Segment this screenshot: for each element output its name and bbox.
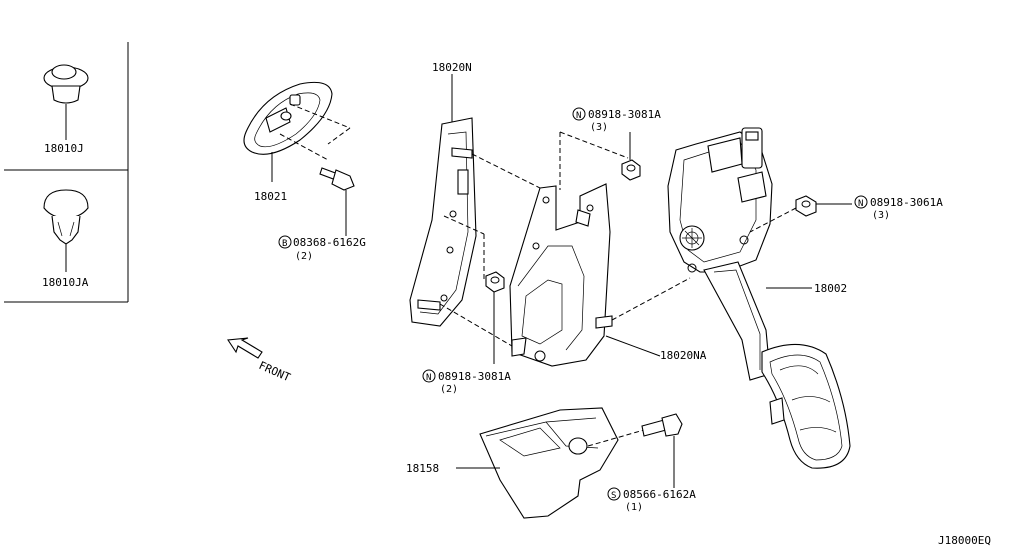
stopper-18021	[243, 81, 351, 182]
bracket-18020N	[409, 74, 549, 347]
nut-lower-qty: (2)	[440, 384, 458, 395]
nut-upper-prefix: N	[576, 111, 581, 121]
label-18020N: 18020N	[432, 61, 472, 74]
nut-N-upper	[621, 132, 641, 181]
bolt-b-number: 08368-6162G	[293, 236, 366, 249]
inset-frame	[4, 42, 129, 303]
label-18010J: 18010J	[44, 142, 84, 155]
pedal-assembly-18002	[667, 127, 851, 469]
screw-s-prefix-circle	[607, 487, 621, 501]
nut-lower-prefix-circle	[422, 369, 436, 383]
nut-right-prefix: N	[858, 199, 863, 209]
screw-s-number: 08566-6162A	[623, 488, 696, 501]
bracket-18020NA	[509, 131, 691, 367]
clip-18010J	[43, 64, 89, 140]
label-18020NA: 18020NA	[660, 349, 707, 362]
nut-upper-number: 08918-3081A	[588, 108, 661, 121]
bolt-B	[319, 167, 355, 236]
nut-N-right	[749, 195, 852, 233]
label-18021: 18021	[254, 190, 287, 203]
bolt-b-qty: (2)	[295, 251, 313, 262]
label-18002: 18002	[814, 282, 847, 295]
screw-s-qty: (1)	[625, 502, 643, 513]
front-label: FRONT	[257, 359, 293, 384]
cover-18158	[456, 407, 645, 519]
bolt-b-prefix: B	[282, 239, 287, 249]
nut-upper-qty: (3)	[590, 122, 608, 133]
nut-lower-prefix: N	[426, 373, 431, 383]
nut-right-prefix-circle	[854, 195, 868, 209]
label-18158: 18158	[406, 462, 439, 475]
label-18010JA: 18010JA	[42, 276, 89, 289]
bolt-b-prefix-circle	[278, 235, 292, 249]
nut-N-lower	[485, 271, 505, 364]
nut-right-qty: (3)	[872, 210, 890, 221]
front-arrow	[227, 337, 263, 359]
nut-lower-number: 08918-3081A	[438, 370, 511, 383]
nut-upper-prefix-circle	[572, 107, 586, 121]
screw-S	[641, 413, 683, 488]
diagram-id: J18000EQ	[938, 534, 991, 547]
screw-s-prefix: S	[611, 491, 616, 501]
clip-18010JA	[43, 189, 89, 272]
nut-right-number: 08918-3061A	[870, 196, 943, 209]
